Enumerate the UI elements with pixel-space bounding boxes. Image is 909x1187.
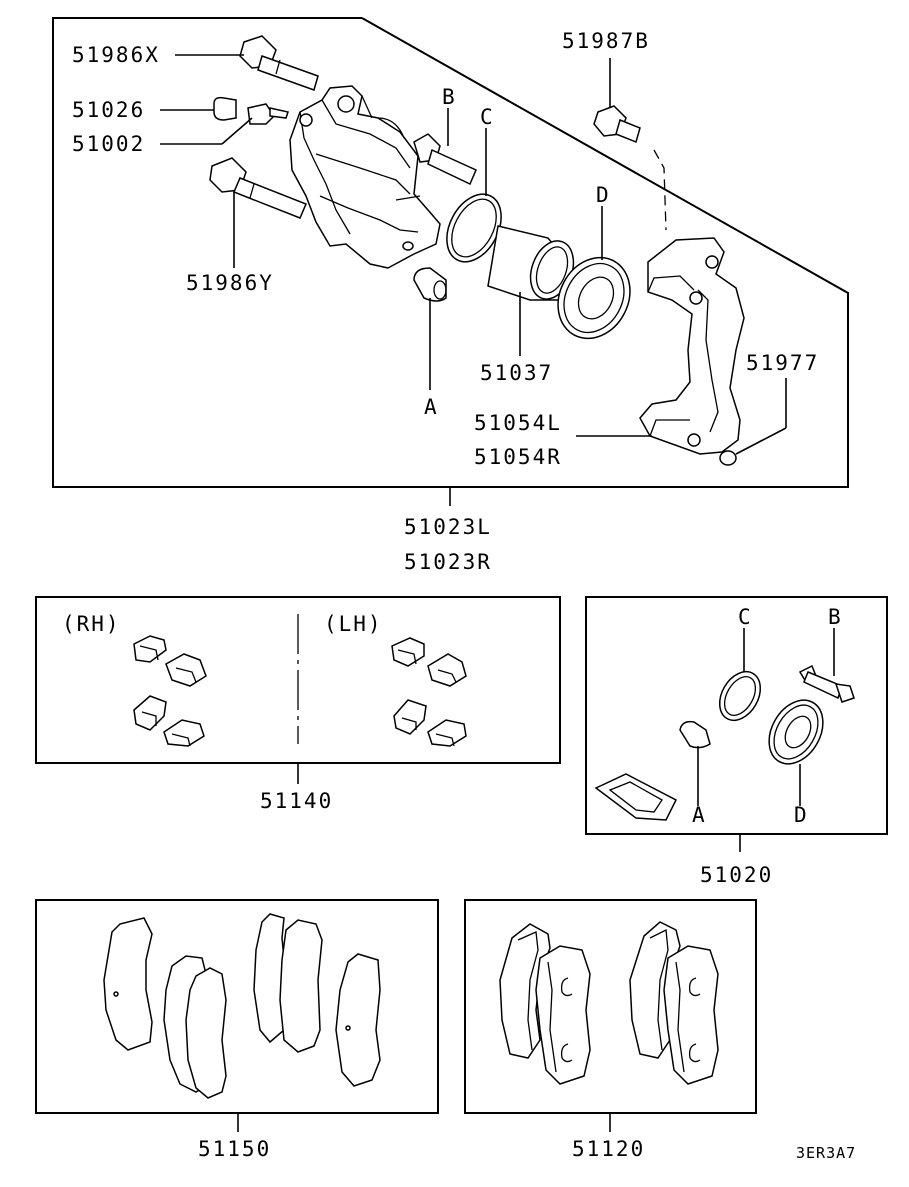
shims bbox=[103, 913, 381, 1099]
clip-kit-box bbox=[35, 596, 561, 784]
pad-set-box bbox=[464, 899, 757, 1132]
guide-pin-upper bbox=[239, 35, 319, 91]
seal-kit-box bbox=[585, 596, 888, 852]
label-51150: 51150 bbox=[198, 1137, 271, 1161]
guide-pin-lower bbox=[209, 157, 307, 219]
label-rh: (RH) bbox=[62, 612, 121, 636]
label-51020: 51020 bbox=[700, 863, 773, 887]
label-51987b: 51987B bbox=[562, 29, 650, 53]
label-51023l: 51023L bbox=[404, 515, 492, 539]
label-51037: 51037 bbox=[480, 361, 553, 385]
seal-kit-grease-pack bbox=[594, 773, 678, 821]
seal-kit-seal-d bbox=[768, 699, 824, 765]
label-51120: 51120 bbox=[572, 1137, 645, 1161]
label-51026: 51026 bbox=[72, 98, 145, 122]
bolt-b-part bbox=[413, 133, 477, 186]
diagram-code: 3ER3A7 bbox=[796, 1144, 856, 1162]
caliper-body bbox=[289, 85, 441, 269]
label-a-kit: A bbox=[692, 803, 707, 827]
label-b-top: B bbox=[442, 85, 457, 109]
clips-lh bbox=[391, 637, 467, 747]
seal-d-part bbox=[557, 256, 631, 340]
label-51054r: 51054R bbox=[474, 445, 562, 469]
label-lh: (LH) bbox=[324, 612, 383, 636]
caliper-bracket bbox=[639, 237, 745, 455]
seal-kit-bolt-b bbox=[798, 664, 855, 703]
clips-rh bbox=[133, 635, 207, 747]
label-51986x: 51986X bbox=[72, 43, 160, 67]
seal-kit-boot-a bbox=[679, 720, 711, 749]
label-d-top: D bbox=[596, 183, 611, 207]
label-51140: 51140 bbox=[260, 789, 333, 813]
leader-lines-seal-kit bbox=[697, 628, 835, 806]
label-51977: 51977 bbox=[746, 351, 819, 375]
label-51986y: 51986Y bbox=[186, 271, 274, 295]
shim-kit-box bbox=[35, 899, 439, 1132]
label-b-kit: B bbox=[828, 605, 843, 629]
label-a-top: A bbox=[424, 395, 439, 419]
label-51054l: 51054L bbox=[474, 411, 562, 435]
bleeder-screw bbox=[247, 103, 289, 125]
label-c-top: C bbox=[480, 105, 495, 129]
label-51002: 51002 bbox=[72, 132, 145, 156]
label-c-kit: C bbox=[738, 605, 753, 629]
label-d-kit: D bbox=[794, 803, 809, 827]
label-51023r: 51023R bbox=[404, 550, 492, 574]
boot-a-part bbox=[413, 267, 447, 302]
guide-dashed-line bbox=[653, 149, 667, 231]
leader-lines-main bbox=[160, 54, 787, 506]
bolt-51987b-part bbox=[593, 105, 641, 144]
boot-part bbox=[213, 96, 237, 121]
seal-kit-ring-c bbox=[718, 671, 762, 721]
brake-pads bbox=[499, 921, 719, 1085]
part-51977 bbox=[719, 450, 737, 466]
